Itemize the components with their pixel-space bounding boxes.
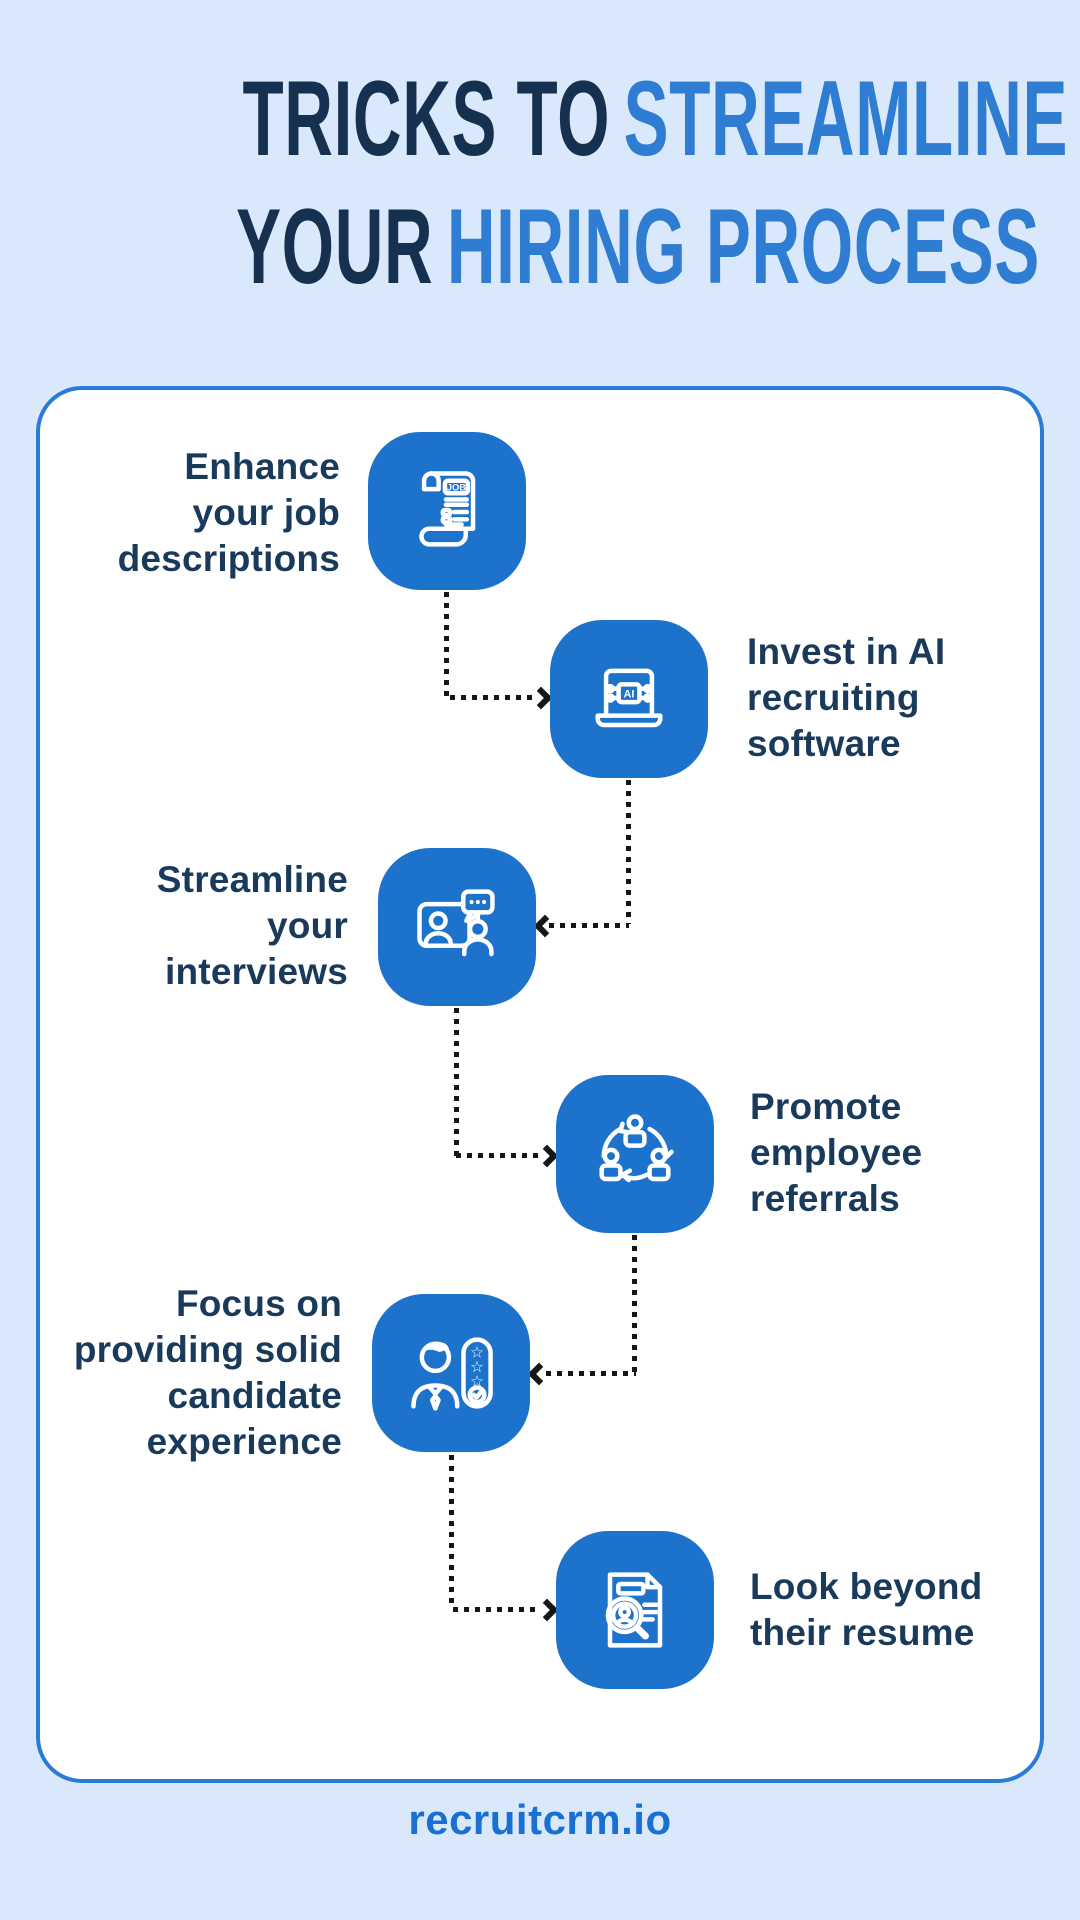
flow-card <box>36 386 1044 1783</box>
step-tile-6 <box>556 1531 714 1689</box>
title-line-1-accent: STREAMLINE <box>623 58 1069 178</box>
connector-4-horizontal <box>546 1371 636 1376</box>
svg-text:☆: ☆ <box>470 1358 484 1376</box>
step-1-line: descriptions <box>117 538 340 579</box>
step-label-1: Enhance your job descriptions <box>60 444 340 582</box>
connector-2-vertical <box>626 780 631 924</box>
video-interview-icon <box>407 877 507 977</box>
connector-5-horizontal <box>453 1607 539 1612</box>
step-4-line: employee <box>750 1132 923 1173</box>
step-tile-4 <box>556 1075 714 1233</box>
step-5-line: Focus on <box>175 1283 342 1324</box>
connector-5-vertical <box>449 1455 454 1608</box>
step-label-6: Look beyond their resume <box>750 1564 1080 1656</box>
svg-text:☆: ☆ <box>470 1343 484 1361</box>
svg-text:☆: ☆ <box>470 1373 484 1391</box>
connector-3-vertical <box>454 1008 459 1156</box>
step-5-line: experience <box>146 1421 342 1462</box>
step-3-line: Streamline <box>156 859 348 900</box>
candidate-experience-icon: ☆ ☆ ☆ <box>401 1323 501 1423</box>
step-2-line: software <box>747 723 901 764</box>
step-label-4: Promote employee referrals <box>750 1084 1050 1222</box>
step-tile-1: JOB <box>368 432 526 590</box>
title-line-1-dark: TRICKS TO <box>242 58 611 178</box>
step-1-line: Enhance <box>184 446 340 487</box>
step-6-line: their resume <box>750 1612 975 1653</box>
step-4-line: referrals <box>750 1178 900 1219</box>
connector-1-vertical <box>444 592 449 696</box>
step-6-line: Look beyond <box>750 1566 983 1607</box>
employee-referrals-icon <box>585 1104 685 1204</box>
step-5-line: candidate <box>167 1375 342 1416</box>
resume-search-icon <box>585 1560 685 1660</box>
title-line-2-dark: YOUR <box>236 186 434 306</box>
ai-icon-label: AI <box>624 688 635 700</box>
step-label-3: Streamline your interviews <box>60 857 348 995</box>
step-4-line: Promote <box>750 1086 902 1127</box>
step-1-line: your job <box>192 492 340 533</box>
footer-site-name: recruitcrm.io <box>408 1796 672 1843</box>
step-2-line: Invest in AI <box>747 631 946 672</box>
step-tile-3 <box>378 848 536 1006</box>
step-tile-5: ☆ ☆ ☆ <box>372 1294 530 1452</box>
job-icon-label: JOB <box>447 483 466 493</box>
job-description-icon: JOB <box>397 461 497 561</box>
connector-1-horizontal <box>450 695 534 700</box>
step-label-5: Focus on providing solid candidate exper… <box>45 1281 342 1465</box>
step-5-line: providing solid <box>73 1329 342 1370</box>
step-tile-2: AI <box>550 620 708 778</box>
step-2-line: recruiting <box>747 677 920 718</box>
step-3-line: your <box>267 905 348 946</box>
connector-3-horizontal <box>456 1153 540 1158</box>
connector-4-vertical <box>632 1235 637 1374</box>
step-label-2: Invest in AI recruiting software <box>747 629 1047 767</box>
step-3-line: interviews <box>165 951 348 992</box>
title-line-2-accent: HIRING PROCESS <box>446 186 1040 306</box>
connector-2-horizontal <box>549 923 629 928</box>
ai-software-icon: AI <box>579 649 679 749</box>
